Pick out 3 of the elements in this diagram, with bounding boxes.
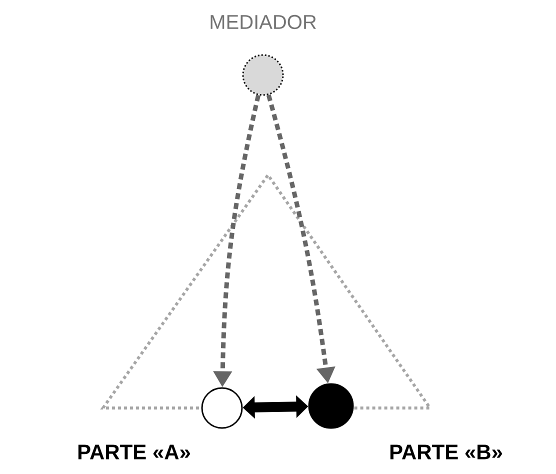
node-label: MEDIADOR <box>210 14 316 30</box>
node-label: PARTE «A» <box>78 444 190 460</box>
node-label: PARTE «B» <box>390 444 502 460</box>
